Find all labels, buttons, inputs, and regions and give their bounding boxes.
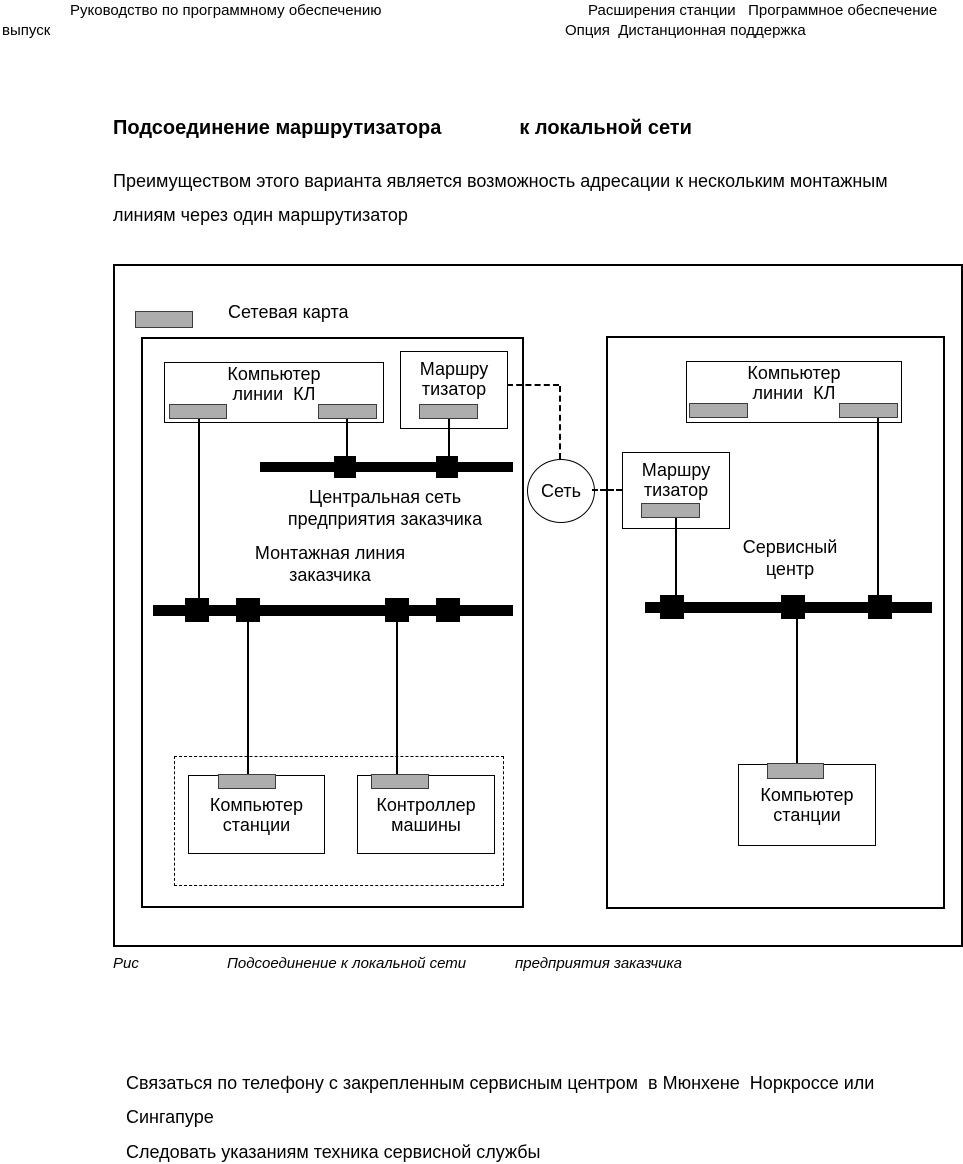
instruction-step1-line1: Связаться по телефону с закрепленным сер… (126, 1073, 875, 1093)
network-card-legend-chip (135, 311, 193, 328)
connection-line (675, 518, 677, 602)
kl-computer-right-line1: Компьютер (747, 363, 841, 383)
network-card-chip (318, 404, 377, 419)
network-card-chip (641, 503, 700, 518)
router-left-line1: Маршру (419, 359, 489, 379)
assembly-line-bus (153, 605, 513, 616)
network-cloud-label: Сеть (540, 480, 582, 501)
intro-line2: линиям через один маршрутизатор (113, 205, 408, 225)
connection-line (448, 419, 450, 463)
station-computer-left-line1: Компьютер (209, 794, 304, 815)
central-network-label: Центральная сеть предприятия заказчика (262, 486, 508, 530)
station-computer-right-line2: станции (773, 805, 841, 825)
assembly-line-label: Монтажная линия заказчика (222, 542, 438, 586)
assembly-line-label-line2: заказчика (289, 565, 371, 585)
dashed-connection (592, 489, 622, 491)
bus-tap (781, 595, 805, 619)
machine-controller-line2: машины (391, 814, 461, 835)
heading-part2: к локальной сети (519, 117, 692, 139)
instruction-step-1: Связаться по телефону с закрепленным сер… (126, 1066, 874, 1134)
machine-controller-line1: Контроллер (376, 794, 476, 815)
service-center-label-line1: Сервисный (742, 537, 838, 557)
router-right-line2: тизатор (643, 480, 709, 500)
heading-part1: Подсоединение маршрутизатора (113, 117, 442, 139)
central-network-bus (260, 462, 513, 472)
connection-line (346, 419, 348, 463)
network-card-chip (419, 404, 478, 419)
equipment-group-dashed-box (174, 756, 504, 886)
dashed-connection (507, 384, 559, 386)
network-card-chip (218, 774, 276, 789)
network-cloud: Сеть (527, 459, 595, 523)
dashed-connection (559, 386, 561, 459)
central-network-label-line1: Центральная сеть (308, 487, 462, 507)
header-right-line2: Опция Дистанционная поддержка (565, 22, 806, 39)
network-card-chip (689, 403, 748, 418)
network-card-chip (839, 403, 898, 418)
connection-line (877, 418, 879, 602)
connection-line (396, 618, 398, 775)
bus-tap (868, 595, 892, 619)
connection-line (247, 618, 249, 775)
bus-tap (185, 598, 209, 622)
service-center-label-line2: центр (765, 559, 815, 579)
bus-tap (334, 456, 356, 478)
connection-line (796, 613, 798, 764)
figure-caption-text2: предприятия заказчика (515, 955, 682, 972)
station-computer-right-line1: Компьютер (760, 785, 854, 805)
bus-tap (660, 595, 684, 619)
service-center-box (606, 336, 945, 909)
section-heading: Подсоединение маршрутизатора к локальной … (113, 117, 692, 140)
header-left-line2: выпуск (2, 22, 51, 39)
intro-paragraph: Преимуществом этого варианта является во… (113, 164, 888, 232)
header-left-line1: Руководство по программному обеспечению (70, 2, 382, 19)
intro-line1: Преимуществом этого варианта является во… (113, 171, 888, 191)
legend-label: Сетевая карта (228, 302, 349, 322)
instruction-step1-line2: Сингапуре (126, 1107, 214, 1127)
central-network-label-line2: предприятия заказчика (287, 509, 483, 529)
instruction-step-2: Следовать указаниям техника сервисной сл… (126, 1142, 541, 1162)
figure-caption-text1: Подсоединение к локальной сети (227, 955, 467, 972)
connection-line (198, 419, 200, 606)
bus-tap (436, 598, 460, 622)
kl-computer-left-line1: Компьютер (227, 364, 321, 384)
bus-tap (436, 456, 458, 478)
header-right-line1: Расширения станции Программное обеспечен… (588, 2, 938, 19)
network-card-chip (767, 763, 824, 779)
assembly-line-label-line1: Монтажная линия (254, 543, 406, 563)
router-left-line2: тизатор (421, 379, 487, 399)
router-right-line1: Маршру (641, 460, 711, 480)
kl-computer-right-line2: линии КЛ (752, 383, 836, 403)
kl-computer-left-line2: линии КЛ (232, 384, 316, 404)
figure-caption-label: Рис (113, 955, 139, 972)
station-computer-left-line2: станции (222, 814, 291, 835)
network-card-chip (169, 404, 227, 419)
service-center-label: Сервисный центр (716, 536, 864, 580)
network-card-chip (371, 774, 429, 789)
